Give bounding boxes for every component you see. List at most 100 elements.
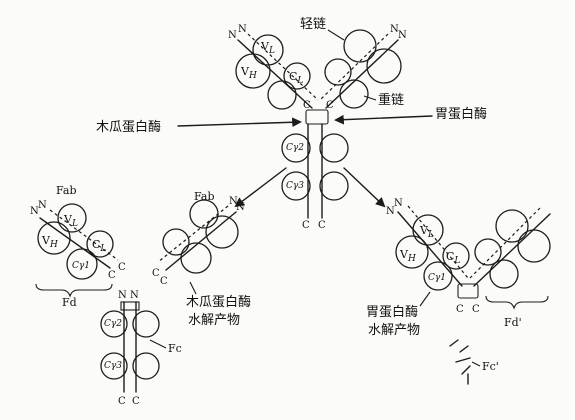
fab-right-vl-domain — [189, 199, 219, 229]
n-terminus-top-right-2: N — [390, 24, 399, 35]
fab-left-n2: N — [38, 200, 47, 211]
svg-text:VH: VH — [399, 248, 416, 264]
ch3-label-top: Cγ3 — [286, 181, 304, 191]
fd-prime-label: Fd' — [504, 316, 522, 329]
cl-label-top: CL — [289, 70, 303, 86]
domain-ch3-left — [281, 171, 311, 201]
fab-right-label: Fab — [194, 190, 215, 203]
fab-left-c1: C — [108, 270, 116, 281]
domain-cl-left — [283, 62, 311, 90]
domain-vh-right — [366, 48, 402, 84]
papain-fab-fragment-right: N N C C Fab — [152, 190, 245, 287]
domain-ch1-left — [267, 80, 297, 110]
fc-ch2-right — [132, 310, 160, 338]
fab2-c2: C — [472, 304, 480, 315]
pepsin-fab2-fragment: VL VH CL Cγ1 N N C C Fd' — [386, 198, 551, 329]
fc-label: Fc — [168, 342, 182, 355]
fab-right-ch1-domain — [180, 242, 212, 274]
fab-right-n1: N — [236, 202, 245, 213]
fab2-cl-right — [474, 238, 502, 266]
pepsin-products-line2: 水解产物 — [368, 323, 420, 338]
n-terminus-top-right-1: N — [398, 30, 407, 41]
papain-fc-fragment: Cγ2 Cγ3 N N C C Fc — [100, 290, 182, 407]
fab-left-ch1-label: Cγ1 — [72, 261, 90, 271]
pepsin-cleavage-arrow — [334, 114, 433, 125]
fab2-left-light-chain — [407, 205, 469, 279]
papain-products-line1: 木瓜蛋白酶 — [186, 294, 251, 310]
papain-label: 木瓜蛋白酶 — [96, 119, 161, 135]
pepsin-fc-prime-fragments: Fc' — [449, 339, 499, 385]
c-terminus-stem-right: C — [318, 220, 326, 231]
fab2-ch1-label: Cγ1 — [428, 273, 446, 283]
fab2-right-heavy-chain — [473, 213, 551, 287]
fc-prime-peptide-1 — [449, 339, 459, 347]
fab-left-cl-domain — [86, 230, 114, 258]
fc-c1: C — [118, 396, 126, 407]
fab2-n2: N — [394, 198, 403, 209]
fab-right-c1: C — [152, 268, 160, 279]
domain-ch2-right — [319, 133, 349, 163]
papain-products-line2: 水解产物 — [188, 313, 240, 328]
vh-label-top: VH — [240, 65, 257, 81]
fc-prime-label: Fc' — [482, 360, 499, 373]
fc-ch3-left — [100, 352, 128, 380]
light-chain-label: 轻链 — [300, 17, 326, 32]
fab-right-vh-domain — [205, 215, 239, 249]
svg-text:CL: CL — [92, 238, 106, 254]
domain-ch1-right — [339, 79, 369, 109]
fc-n2: N — [130, 290, 139, 301]
fab2-vl-right — [495, 209, 529, 243]
left-arm-heavy-chain — [237, 39, 313, 109]
fab-left-label: Fab — [56, 184, 77, 197]
svg-text:CL: CL — [446, 250, 460, 266]
fab-right-heavy-chain — [165, 211, 237, 271]
fab-left-n1: N — [30, 206, 39, 217]
fc-ch2-left — [100, 310, 128, 338]
fab-left-vh-domain — [37, 221, 71, 255]
domain-vl-left — [252, 34, 284, 66]
pepsin-label: 胃蛋白酶 — [435, 106, 487, 122]
fc-c2: C — [132, 396, 140, 407]
fab-left-c2: C — [118, 262, 126, 273]
arrow-to-pepsin-products — [343, 167, 386, 208]
left-arm-light-chain — [247, 33, 319, 101]
light-chain-leader — [327, 29, 345, 41]
ch2-label-top: Cγ2 — [286, 143, 304, 153]
fab-left-ch1-domain — [66, 248, 98, 280]
c-terminus-top-left: C — [303, 100, 311, 111]
fc-ch3-label: Cγ3 — [104, 361, 122, 371]
heavy-chain-leader — [363, 95, 377, 101]
n-terminus-top-left-2: N — [238, 24, 247, 35]
svg-text:VL: VL — [419, 224, 434, 240]
fab2-cl-left — [442, 242, 470, 270]
domain-cl-right — [324, 58, 352, 86]
right-arm-light-chain — [319, 33, 389, 101]
fab2-right-light-chain — [469, 207, 541, 279]
fd-brace — [35, 283, 113, 298]
fc-prime-peptide-3 — [455, 357, 471, 363]
fc-ch2-label: Cγ2 — [104, 319, 122, 329]
domain-ch2-left — [281, 133, 311, 163]
papain-products-leader — [189, 281, 197, 295]
arrow-to-papain-products — [234, 167, 287, 208]
fab2-vl-left — [412, 214, 444, 246]
n-terminus-top-left-1: N — [228, 30, 237, 41]
domain-ch3-right — [319, 171, 349, 201]
fd-label: Fd — [62, 296, 77, 309]
fab2-c1: C — [456, 304, 464, 315]
fab-left-vl-domain — [57, 203, 87, 233]
heavy-chain-label: 重链 — [378, 92, 404, 108]
fc-hinge — [120, 301, 140, 311]
fc-prime-leader — [471, 361, 481, 367]
fab2-vh-left — [395, 235, 429, 269]
pepsin-products-leader — [419, 291, 431, 307]
fab2-n1: N — [386, 206, 395, 217]
fab-right-cl-domain — [162, 228, 190, 256]
fd-prime-brace — [485, 295, 549, 310]
pepsin-products-line1: 胃蛋白酶 — [366, 304, 418, 320]
fab2-ch1-right — [489, 259, 519, 289]
fab2-hinge — [457, 283, 479, 299]
fab2-ch1-left — [423, 261, 453, 291]
